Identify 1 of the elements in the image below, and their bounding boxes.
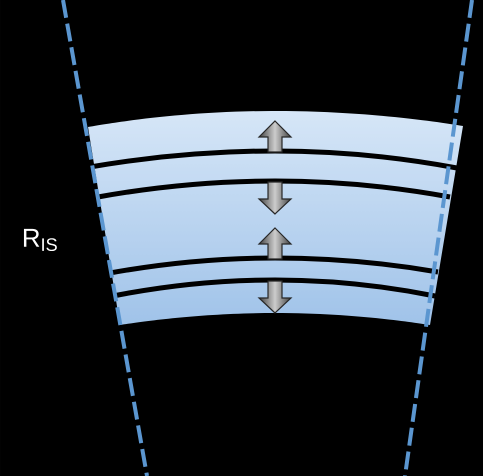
radius-label: R$_{IS}$ xyxy=(24,228,57,252)
